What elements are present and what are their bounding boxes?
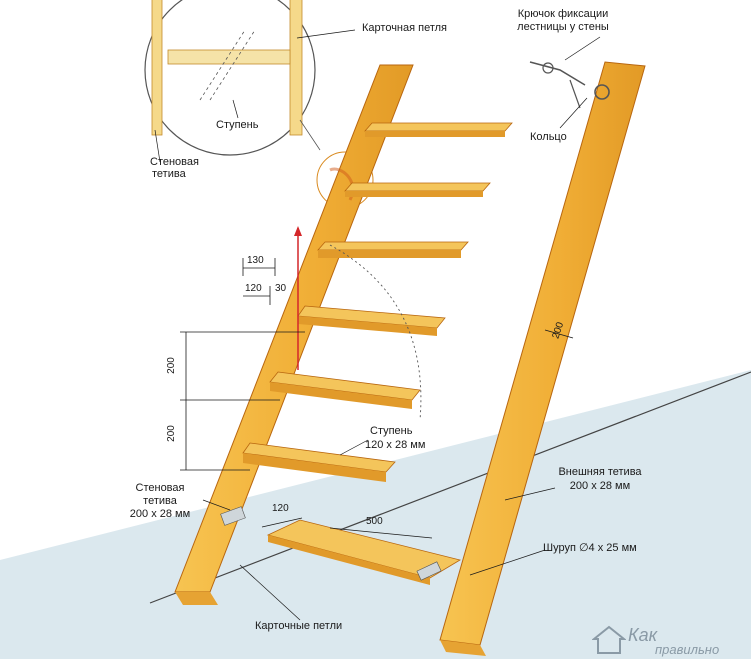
- label-wall-string-detail-2: тетива: [152, 168, 186, 180]
- label-step-2: 120 x 28 мм: [365, 439, 426, 451]
- outer-string: [439, 61, 646, 656]
- watermark-2: правильно: [655, 642, 720, 657]
- label-outer-string-1: Внешняя тетива: [558, 466, 642, 478]
- dim-30: 30: [275, 283, 287, 294]
- label-hinges-bottom: Карточные петли: [255, 620, 343, 632]
- label-screw: Шуруп ∅4 x 25 мм: [543, 542, 637, 554]
- dim-200-upper: 200: [165, 357, 177, 374]
- label-hook-line1: Крючок фиксации: [517, 8, 609, 20]
- label-hinge-top: Карточная петля: [362, 22, 448, 34]
- watermark-1: Как: [628, 625, 658, 645]
- dim-120-bottom: 120: [272, 503, 289, 514]
- floor: [0, 370, 751, 659]
- floor-wall-line: [149, 371, 751, 604]
- label-wall-string-2: тетива: [143, 495, 177, 507]
- detail-connector: [299, 119, 321, 151]
- label-step-detail: Ступень: [216, 119, 259, 131]
- hook-ring: [529, 61, 610, 109]
- red-arrow: [294, 226, 302, 236]
- dim-200-lower: 200: [165, 425, 177, 442]
- label-step-1: Ступень: [370, 425, 413, 437]
- label-wall-string-3: 200 x 28 мм: [129, 508, 191, 520]
- dim-500: 500: [366, 516, 383, 527]
- label-wall-string-detail-1: Стеновая: [150, 156, 199, 168]
- hinge-plate: [220, 506, 246, 526]
- steps: [242, 122, 513, 482]
- dim-120-top: 120: [245, 283, 262, 294]
- detail-circle: [144, 0, 316, 156]
- label-ring: Кольцо: [530, 131, 567, 143]
- label-hook-line2: лестницы у стены: [517, 21, 609, 33]
- callout-lines: [154, 29, 601, 621]
- swing-arc: [329, 244, 422, 421]
- loose-step: [266, 519, 462, 585]
- dimension-lines: [180, 258, 433, 539]
- label-wall-string-1: Стеновая: [135, 482, 185, 494]
- watermark-house-icon: [592, 625, 626, 654]
- dim-130: 130: [247, 255, 264, 266]
- label-outer-string-2: 200 x 28 мм: [569, 480, 631, 492]
